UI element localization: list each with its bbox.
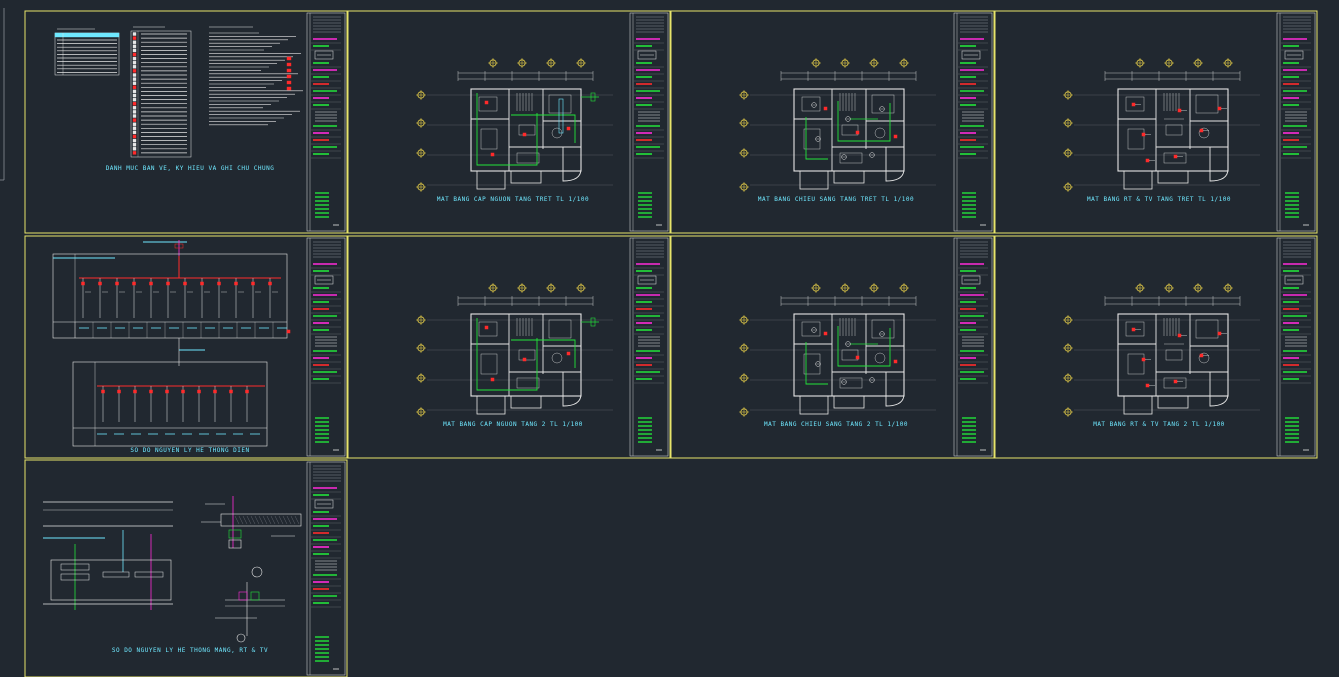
sheet-title-plan-1-power: MAT BANG CAP NGUON TANG TRET TL 1/100 [436,196,590,203]
sheet-riser-power[interactable] [24,235,348,459]
sheet-plan-1-tv[interactable] [994,10,1318,234]
sheet-riser-tv[interactable] [24,459,348,677]
sheet-plan-1-power[interactable] [347,10,671,234]
viewport-edge-marker [0,8,5,181]
sheet-title-plan-2-light: MAT BANG CHIEU SANG TANG 2 TL 1/100 [764,421,908,428]
sheet-plan-1-light[interactable] [670,10,995,234]
sheet-plan-2-light[interactable] [670,235,995,459]
sheet-title-plan-1-light: MAT BANG CHIEU SANG TANG TRET TL 1/100 [757,196,915,203]
sheet-title-legend: DANH MUC BAN VE, KY HIEU VA GHI CHU CHUN… [105,165,275,172]
sheet-title-riser-tv: SO DO NGUYEN LY HE THONG MANG, RT & TV [111,647,269,654]
sheet-title-riser-power: SO DO NGUYEN LY HE THONG DIEN [130,447,250,454]
sheet-plan-2-tv[interactable] [994,235,1318,459]
sheet-plan-2-power[interactable] [347,235,671,459]
sheet-title-plan-2-tv: MAT BANG RT & TV TANG 2 TL 1/100 [1093,421,1225,428]
sheet-title-plan-2-power: MAT BANG CAP NGUON TANG 2 TL 1/100 [443,421,583,428]
sheet-title-plan-1-tv: MAT BANG RT & TV TANG TRET TL 1/100 [1087,196,1231,203]
sheet-legend[interactable] [24,10,348,234]
